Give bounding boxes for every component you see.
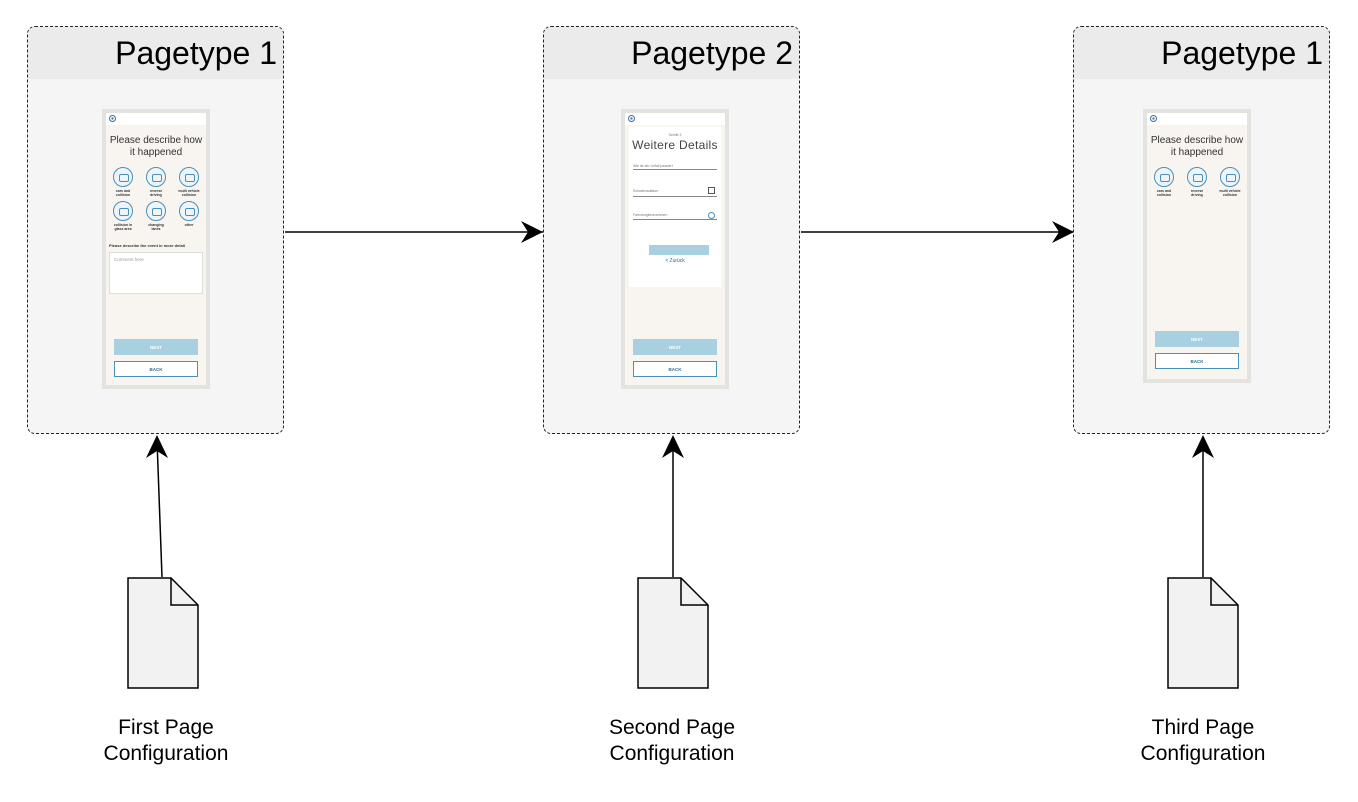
step-label: Schritt 3 [668, 133, 682, 137]
back-link[interactable]: < Zurück [665, 258, 685, 264]
incident-option[interactable]: changing lanes [140, 201, 173, 231]
phone-mockup: Please describe how it happened cars and… [1143, 109, 1251, 383]
phone-screen: Schritt 3 Weitere Details Wie ist der Un… [625, 113, 725, 385]
back-button[interactable]: BACK [114, 361, 198, 377]
continue-button[interactable] [649, 245, 709, 255]
arrow-page2-to-page3-head [1052, 221, 1074, 243]
car-icon [113, 167, 133, 187]
logo-icon [109, 115, 116, 122]
field-label: Wie ist der Unfall passiert [633, 164, 673, 168]
phone-screen: Please describe how it happened cars and… [106, 113, 206, 385]
incident-option[interactable]: multi vehicle collision [173, 167, 206, 197]
incident-option[interactable]: cars and collision [1148, 167, 1181, 197]
incident-option-label: reverse driving [149, 189, 163, 197]
document-icon [127, 577, 199, 689]
pagetype-container-2[interactable]: Pagetype 2 Schritt 3 Weitere Details Wie… [543, 26, 800, 434]
app-topbar [106, 113, 206, 125]
document-icon [637, 577, 709, 689]
arrow-doc3-to-page3-head [1192, 435, 1214, 458]
form-card: Schritt 3 Weitere Details Wie ist der Un… [629, 127, 721, 287]
incident-option-label: multi vehicle collision [1219, 189, 1241, 197]
incident-option[interactable]: collision in glass area [107, 201, 140, 231]
other-icon [179, 201, 199, 221]
screen-heading: Please describe how it happened [109, 135, 203, 158]
pagetype-container-1[interactable]: Pagetype 1 Please describe how it happen… [27, 26, 284, 434]
car-icon [1154, 167, 1174, 187]
incident-option[interactable]: reverse driving [1181, 167, 1214, 197]
incident-option-label: cars and collision [1156, 189, 1172, 197]
container-header: Pagetype 1 [1074, 27, 1329, 79]
date-field[interactable] [633, 196, 717, 197]
phone-screen: Please describe how it happened cars and… [1147, 113, 1247, 379]
text-field[interactable] [633, 169, 717, 170]
incident-option[interactable]: multi vehicle collision [1214, 167, 1247, 197]
next-button[interactable]: NEXT [114, 339, 198, 355]
incident-option-label: collision in glass area [113, 223, 133, 231]
logo-icon [628, 115, 635, 122]
incident-option-label: reverse driving [1190, 189, 1204, 197]
next-button[interactable]: NEXT [1155, 331, 1239, 347]
incident-option[interactable]: other [173, 201, 206, 231]
app-topbar [1147, 113, 1247, 125]
document-label: First Page Configuration [103, 716, 229, 765]
calendar-icon[interactable] [708, 187, 715, 194]
incident-icon-grid: cars and collision reverse driving multi… [1147, 167, 1247, 197]
field-label: Fahrzeugkennzeichen [633, 213, 668, 217]
info-icon[interactable] [708, 212, 715, 219]
back-button[interactable]: BACK [1155, 353, 1239, 369]
field-label: Schadensdatum [633, 189, 659, 193]
container-title: Pagetype 1 [115, 35, 277, 71]
lane-change-icon [146, 201, 166, 221]
incident-option-label: changing lanes [148, 223, 164, 231]
arrow-doc1-to-page1 [156, 439, 163, 578]
app-topbar [625, 113, 725, 125]
detail-label: Please describe the event in more detail [109, 243, 186, 248]
document-label: Second Page Configuration [608, 716, 736, 765]
phone-mockup: Please describe how it happened cars and… [102, 109, 210, 389]
phone-mockup: Schritt 3 Weitere Details Wie ist der Un… [621, 109, 729, 389]
logo-icon [1150, 115, 1157, 122]
container-header: Pagetype 2 [544, 27, 799, 79]
road-icon [1187, 167, 1207, 187]
incident-option[interactable]: reverse driving [140, 167, 173, 197]
pagetype-container-3[interactable]: Pagetype 1 Please describe how it happen… [1073, 26, 1330, 434]
multi-vehicle-icon [179, 167, 199, 187]
arrow-doc1-to-page1-head [146, 435, 168, 458]
incident-option-label: multi vehicle collision [178, 189, 200, 197]
container-title: Pagetype 2 [631, 35, 793, 71]
incident-option[interactable]: cars and collision [107, 167, 140, 197]
document-label: Third Page Configuration [1140, 716, 1266, 765]
incident-option-label: cars and collision [115, 189, 131, 197]
glass-icon [113, 201, 133, 221]
multi-vehicle-icon [1220, 167, 1240, 187]
incident-option-label: other [184, 223, 194, 227]
road-icon [146, 167, 166, 187]
plate-field[interactable] [633, 219, 717, 220]
container-title: Pagetype 1 [1161, 35, 1323, 71]
container-header: Pagetype 1 [28, 27, 283, 79]
incident-icon-grid: cars and collision reverse driving multi… [106, 167, 206, 231]
arrow-page1-to-page2-head [521, 221, 543, 243]
screen-heading: Please describe how it happened [1150, 135, 1244, 158]
arrow-doc2-to-page2-head [662, 435, 684, 458]
comment-input[interactable]: Comment here [109, 252, 203, 294]
document-icon [1167, 577, 1239, 689]
form-title: Weitere Details [632, 138, 718, 152]
next-button[interactable]: NEXT [633, 339, 717, 355]
back-button[interactable]: BACK [633, 361, 717, 377]
